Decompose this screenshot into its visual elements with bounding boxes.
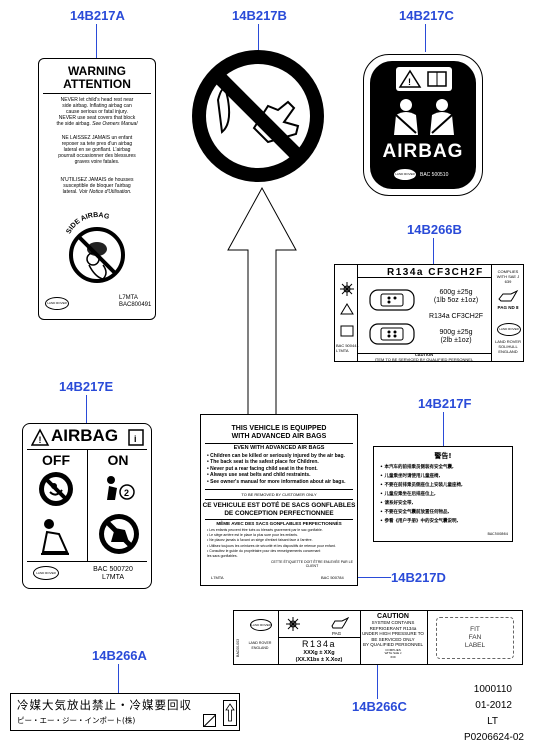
leader-b — [258, 24, 259, 50]
leader-c — [425, 24, 426, 52]
child-seat-prohibited-icon — [99, 514, 139, 554]
seatbelt-occupants-icon — [394, 99, 454, 135]
label-g-code-2: BAC 500784 — [321, 575, 344, 580]
r134a-text: R134a — [301, 639, 337, 649]
car-top-view-icon-1 — [369, 289, 415, 311]
french-bullets: • Les enfants peuvent être tués ou bless… — [207, 528, 336, 559]
leader-d — [433, 238, 434, 264]
callout-14b217f: 14B217F — [418, 396, 472, 411]
label-airbag-occupants: ! AIRBAG LAND ROVER BAC 500510 — [363, 54, 483, 196]
airbag-icon — [216, 88, 231, 134]
label-g-code-1: L7MTA — [211, 575, 224, 580]
airbag-off-prohibited-icon — [39, 472, 73, 506]
french-remove-notice: CETTE ÉTIQUETTE DOIT ÊTRE ENLEVÉE PAR LE… — [271, 560, 353, 569]
refrigerant-code: R134a CF3CH2F — [387, 267, 484, 278]
english-bullets: • Children can be killed or seriously in… — [207, 453, 346, 485]
airbag-text: AIRBAG — [382, 141, 464, 162]
callout-14b266b: 14B266B — [407, 222, 462, 237]
label-chinese-airbag-warning: 警告! • 本汽车的前排乘员侧装有安全气囊,• 儿童乘坐时请使用儿童座椅,• 不… — [373, 446, 513, 542]
airbag-header: ! i — [31, 428, 144, 446]
land-rover-logo: LAND ROVER — [33, 566, 59, 580]
chinese-warning-lines: • 本汽车的前排乘员侧装有安全气囊,• 儿童乘坐时请使用儿童座椅,• 不要在前排… — [380, 465, 463, 524]
sun-symbol-icon — [286, 617, 300, 631]
on-label: ON — [107, 452, 129, 468]
refrigerant-formula-2: R134a CF3CH2F — [428, 313, 484, 320]
pag-text: PAG — [332, 631, 342, 636]
maker-text: LAND ROVER ENGLAND — [248, 641, 272, 650]
leader-g — [358, 577, 391, 578]
warning-read-manual-icons: ! — [396, 67, 452, 91]
svg-text:!: ! — [39, 435, 42, 445]
quantity-text: XXXg ± XXg(XX.X1bs ± X.Xoz) — [295, 650, 343, 663]
warning-title: WARNING — [68, 64, 126, 78]
passenger-airbag-on-icon: 2 — [107, 476, 135, 500]
svg-text:i: i — [134, 434, 137, 444]
callout-14b217e: 14B217E — [59, 379, 114, 394]
leader-f — [443, 412, 444, 446]
callout-14b266c: 14B266C — [352, 699, 407, 714]
label-airbag-off-on: ! i AIRBAG OFF ON 2 LAND ROVER BAC 50072… — [22, 423, 152, 589]
japanese-line-2: ピー・エー・ジー・インポート(株) — [17, 716, 136, 725]
label-no-child-seat-airbag: AIRBAG — [192, 50, 324, 182]
english-subheading: EVEN WITH ADVANCED AIR BAGS — [233, 445, 325, 451]
recycle-square-icon — [203, 714, 216, 727]
land-rover-logo: LAND ROVER — [394, 169, 416, 180]
side-code: BAC00-003 — [236, 638, 240, 657]
land-rover-address: LAND ROVER SOLIHULL ENGLAND — [494, 339, 521, 354]
callout-14b266a: 14B266A — [92, 648, 147, 663]
oil-can-icon — [498, 289, 519, 302]
land-rover-logo: LAND ROVER — [497, 323, 521, 336]
figure-caption: 1000110 01-2012 LT P0206624-02 — [463, 684, 524, 743]
leader-e — [86, 395, 87, 423]
caution-block: CAUTION SYSTEM CONTAINS REFRIGERANT R134… — [362, 613, 424, 659]
oil-can-icon — [331, 617, 350, 629]
up-arrow-icon — [223, 700, 237, 726]
child-seat-rear-facing-icon — [41, 519, 69, 555]
callout-14b217c: 14B217C — [399, 8, 454, 23]
title-divider — [43, 93, 151, 94]
label-c-code: BAC 500510 — [420, 172, 449, 178]
svg-text:!: ! — [408, 77, 411, 87]
land-rover-logo: LAND ROVER — [250, 619, 272, 631]
quantity-2: 900g ±25g(2lb ±1oz) — [439, 329, 473, 344]
land-rover-logo: LAND ROVER — [45, 297, 69, 310]
airbag-title: AIRBAG — [51, 426, 119, 445]
pag-text: PAG ND 8 — [497, 305, 519, 310]
japanese-line-1: 冷媒大気放出禁止・冷媒要回収 — [17, 698, 192, 712]
label-warning-side-airbag: WARNING ATTENTION NEVER let child's head… — [38, 58, 156, 320]
label-japanese-refrigerant: 冷媒大気放出禁止・冷媒要回収 ピー・エー・ジー・インポート(株) — [10, 693, 240, 731]
label-f-code: BAC500864 — [487, 532, 508, 536]
leader-a — [96, 24, 97, 58]
chinese-title: 警告! — [434, 452, 452, 460]
remove-notice: TO BE REMOVED BY CUSTOMER ONLY — [241, 492, 317, 497]
callout-14b217a: 14B217A — [70, 8, 125, 23]
french-subheading: MÊME AVEC DES SACS GONFLABLES PERFECTION… — [216, 521, 342, 526]
leader-h — [118, 664, 119, 694]
car-top-view-icon-2 — [369, 323, 415, 345]
off-label: OFF — [42, 452, 70, 468]
svg-text:2: 2 — [124, 488, 129, 498]
leader-i — [377, 665, 378, 699]
label-refrigerant-fan: BAC00-003 LAND ROVER LAND ROVER ENGLAND … — [233, 610, 523, 665]
callout-14b217d: 14B217D — [391, 570, 446, 585]
pointer-arrow — [227, 186, 297, 416]
attention-title: ATTENTION — [63, 77, 131, 91]
left-symbol-icons — [340, 282, 354, 337]
complies-text: COMPLIES WITH SAE J 639 — [496, 269, 520, 284]
quantity-1: 600g ±25g(1lb 5oz ±1oz) — [433, 289, 479, 304]
callout-14b217b: 14B217B — [232, 8, 287, 23]
side-airbag-child-icon: SIDE AIRBAG — [65, 212, 125, 283]
